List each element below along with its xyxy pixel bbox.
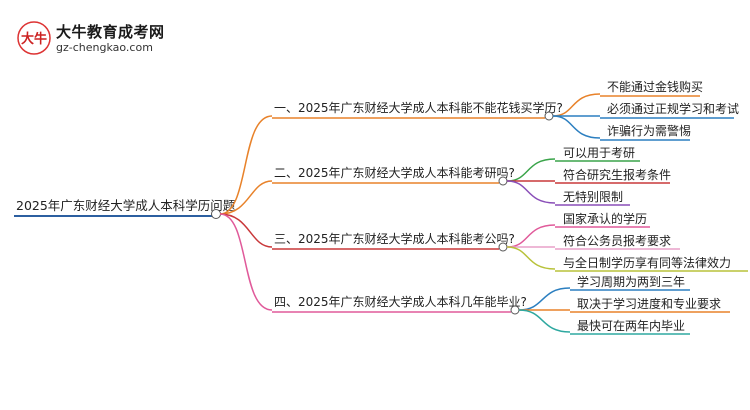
leaf-3-3: 与全日制学历享有同等法律效力 <box>555 255 748 272</box>
leaf-label-2-1: 可以用于考研 <box>563 146 635 160</box>
branch-label-1: 一、2025年广东财经大学成人本科能不能花钱买学历? <box>274 100 563 115</box>
branch-label-3: 三、2025年广东财经大学成人本科能考公吗? <box>274 231 515 246</box>
leaf-edge-2-3 <box>506 180 556 204</box>
branch-connector-3 <box>498 242 508 252</box>
leaf-3-2: 符合公务员报考要求 <box>555 233 680 250</box>
leaf-3-1: 国家承认的学历 <box>555 211 650 228</box>
leaf-label-4-1: 学习周期为两到三年 <box>577 274 685 289</box>
logo-title: 大牛教育成考网 <box>56 23 165 41</box>
branch-node-3: 三、2025年广东财经大学成人本科能考公吗? <box>272 231 515 252</box>
leaf-label-4-2: 取决于学习进度和专业要求 <box>577 296 721 311</box>
leaf-4-2: 取决于学习进度和专业要求 <box>570 296 730 313</box>
leaf-edge-3-3 <box>506 246 556 270</box>
leaf-1-2: 必须通过正规学习和考试 <box>600 101 739 119</box>
branch-node-4: 四、2025年广东财经大学成人本科几年能毕业? <box>272 294 527 315</box>
leaf-1-1: 不能通过金钱购买 <box>600 79 703 97</box>
logo: 大牛 大牛教育成考网 gz-chengkao.com <box>16 20 164 56</box>
logo-mark-icon: 大牛 <box>17 21 51 55</box>
logo-url: gz-chengkao.com <box>56 41 153 54</box>
branch-edge-4 <box>219 213 273 311</box>
leaf-1-3: 诈骗行为需警惕 <box>600 123 691 141</box>
leaf-edge-4-3 <box>518 309 571 333</box>
branch-edge-1 <box>219 115 273 215</box>
branch-node-2: 二、2025年广东财经大学成人本科能考研吗? <box>272 165 515 186</box>
leaf-label-3-1: 国家承认的学历 <box>563 211 647 226</box>
branch-edge-3 <box>219 213 273 248</box>
leaf-label-1-3: 诈骗行为需警惕 <box>607 123 691 138</box>
leaf-label-4-3: 最快可在两年内毕业 <box>577 319 685 333</box>
branch-connector-2 <box>498 176 508 186</box>
leaf-label-1-2: 必须通过正规学习和考试 <box>607 101 739 116</box>
root-node: 2025年广东财经大学成人本科学历问题 <box>14 198 236 219</box>
leaf-2-1: 可以用于考研 <box>555 146 640 162</box>
leaf-4-3: 最快可在两年内毕业 <box>570 319 690 335</box>
leaf-label-3-2: 符合公务员报考要求 <box>563 233 671 248</box>
branch-connector-4 <box>510 305 520 315</box>
svg-text:大牛: 大牛 <box>21 31 47 47</box>
leaf-4-1: 学习周期为两到三年 <box>570 274 690 291</box>
leaf-label-3-3: 与全日制学历享有同等法律效力 <box>563 255 731 270</box>
leaf-edge-1-3 <box>552 115 601 139</box>
root-connector <box>211 209 221 219</box>
root-label: 2025年广东财经大学成人本科学历问题 <box>16 198 236 213</box>
branch-node-1: 一、2025年广东财经大学成人本科能不能花钱买学历? <box>272 100 563 121</box>
leaf-2-3: 无特别限制 <box>555 189 630 206</box>
leaf-label-2-2: 符合研究生报考条件 <box>563 167 671 182</box>
branch-edge-2 <box>219 180 273 215</box>
branch-label-4: 四、2025年广东财经大学成人本科几年能毕业? <box>274 294 527 309</box>
branch-label-2: 二、2025年广东财经大学成人本科能考研吗? <box>274 165 515 180</box>
leaf-2-2: 符合研究生报考条件 <box>555 167 671 184</box>
leaf-label-2-3: 无特别限制 <box>563 189 623 204</box>
leaf-label-1-1: 不能通过金钱购买 <box>607 79 703 94</box>
branch-connector-1 <box>544 111 554 121</box>
